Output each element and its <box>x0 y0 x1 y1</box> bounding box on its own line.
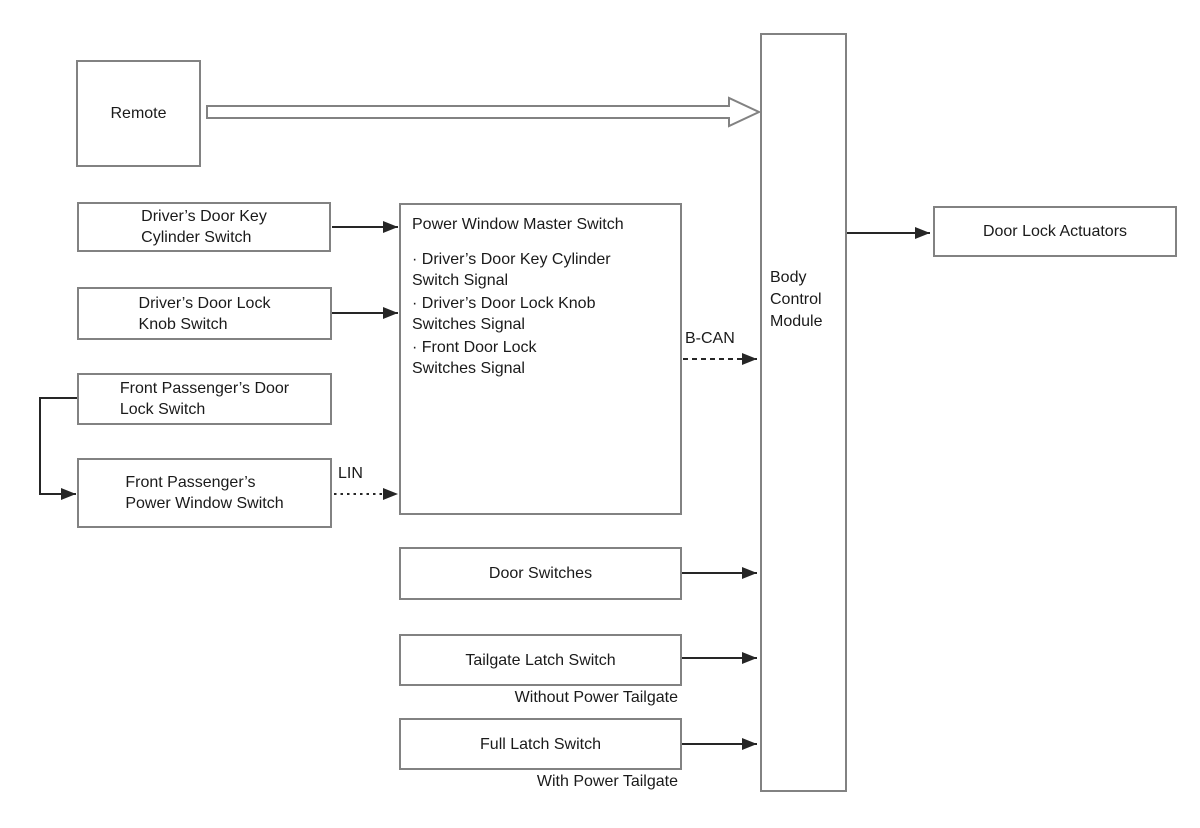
drivers-door-key-cylinder-switch-label: Driver’s Door Key Cylinder Switch <box>141 208 267 246</box>
front-passengers-power-window-switch-label: Front Passenger’s Power Window Switch <box>125 474 284 512</box>
power-window-master-switch-content: Power Window Master Switch · Driver’s Do… <box>401 205 680 379</box>
connector-fp-door-lock-to-fp-power-window <box>39 397 77 500</box>
box-remote: Remote <box>76 60 201 167</box>
box-power-window-master-switch: Power Window Master Switch · Driver’s Do… <box>399 203 682 515</box>
remote-label: Remote <box>110 105 167 122</box>
drivers-door-lock-knob-switch-label: Driver’s Door Lock Knob Switch <box>138 294 271 333</box>
box-drivers-door-key-cylinder-switch: Driver’s Door Key Cylinder Switch <box>77 202 331 252</box>
full-latch-switch-label: Full Latch Switch <box>480 735 601 753</box>
tailgate-latch-switch-label: Tailgate Latch Switch <box>465 651 616 669</box>
door-switches-label: Door Switches <box>488 565 593 582</box>
signal-item-key-cylinder: · Driver’s Door Key Cylinder Switch Sign… <box>412 251 611 289</box>
box-drivers-door-lock-knob-switch: Driver’s Door Lock Knob Switch <box>77 287 332 340</box>
box-tailgate-latch-switch: Tailgate Latch Switch <box>399 634 682 686</box>
power-window-master-switch-title: Power Window Master Switch <box>412 216 624 233</box>
box-door-switches: Door Switches <box>399 547 682 600</box>
without-power-tailgate-label: Without Power Tailgate <box>514 689 678 706</box>
hollow-arrow-remote-to-bcm <box>206 96 762 128</box>
box-body-control-module: Body Control Module <box>760 33 847 792</box>
box-front-passengers-power-window-switch: Front Passenger’s Power Window Switch <box>77 458 332 528</box>
box-door-lock-actuators: Door Lock Actuators <box>933 206 1177 257</box>
front-passengers-door-lock-switch-label: Front Passenger’s Door Lock Switch <box>119 380 290 418</box>
lin-bus-label: LIN <box>338 465 363 482</box>
box-front-passengers-door-lock-switch: Front Passenger’s Door Lock Switch <box>77 373 332 425</box>
signal-item-lock-knob: · Driver’s Door Lock Knob Switches Signa… <box>412 295 596 333</box>
signal-item-front-door-lock: · Front Door Lock Switches Signal <box>412 339 537 377</box>
b-can-bus-label: B-CAN <box>685 330 735 347</box>
door-lock-actuators-label: Door Lock Actuators <box>982 223 1128 240</box>
with-power-tailgate-label: With Power Tailgate <box>536 773 678 790</box>
body-control-module-label: Body Control Module <box>770 269 823 330</box>
box-full-latch-switch: Full Latch Switch <box>399 718 682 770</box>
